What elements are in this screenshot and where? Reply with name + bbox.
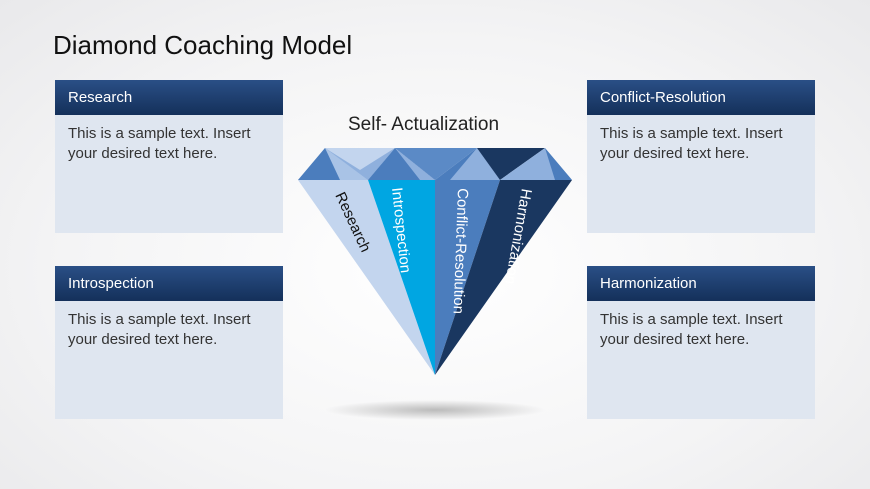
facet-introspection bbox=[368, 180, 435, 375]
self-actualization-label: Self- Actualization bbox=[348, 114, 500, 135]
crown-facet bbox=[395, 148, 435, 180]
box-body: This is a sample text. Insert your desir… bbox=[600, 125, 783, 162]
box-heading: Introspection bbox=[55, 266, 283, 301]
box-body: This is a sample text. Insert your desir… bbox=[600, 311, 783, 348]
box-body: This is a sample text. Insert your desir… bbox=[68, 125, 251, 162]
box-heading: Research bbox=[55, 80, 283, 115]
box-heading: Conflict-Resolution bbox=[587, 80, 815, 115]
crown-facet bbox=[325, 148, 395, 170]
facet-harmonization bbox=[435, 180, 572, 375]
crown-facet bbox=[395, 148, 477, 180]
box-body: This is a sample text. Insert your desir… bbox=[68, 311, 251, 348]
box-heading: Harmonization bbox=[587, 266, 815, 301]
crown-facet bbox=[298, 148, 340, 180]
page-title: Diamond Coaching Model bbox=[53, 30, 353, 60]
crown-facet bbox=[545, 148, 572, 180]
diamond-shadow bbox=[325, 400, 545, 420]
facet-label-conflict-resolution: Conflict-Resolution bbox=[450, 188, 471, 314]
crown-facet bbox=[477, 148, 545, 180]
crown-facet bbox=[450, 148, 500, 180]
facet-research bbox=[298, 180, 435, 375]
